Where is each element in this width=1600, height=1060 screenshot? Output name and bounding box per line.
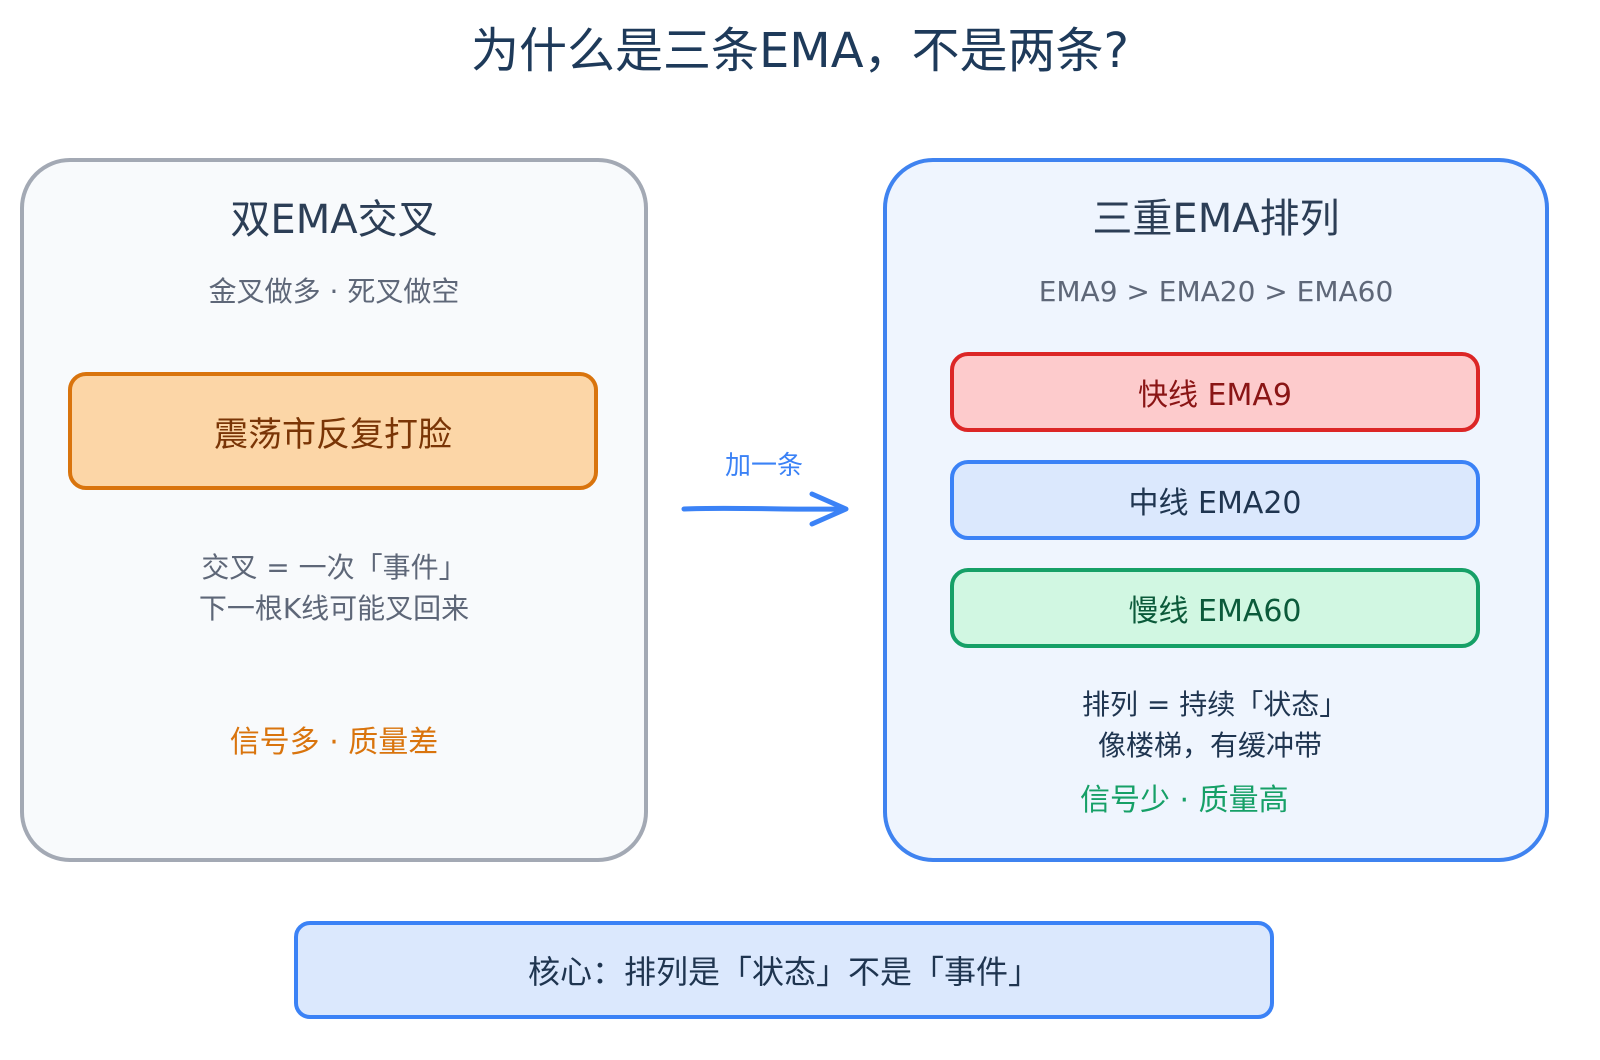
triple-ema-title: 三重EMA排列	[1092, 196, 1340, 242]
dual-ema-title: 双EMA交叉	[230, 197, 438, 243]
crossover-event-note: 交叉 = 一次「事件」	[201, 551, 467, 584]
core-message-box: 核心：排列是「状态」不是「事件」	[294, 921, 1274, 1019]
mid-ema-label: 中线 EMA20	[1128, 486, 1302, 521]
choppy-market-box: 震荡市反复打脸	[68, 372, 598, 490]
right-arrow-icon	[681, 491, 849, 527]
core-message: 核心：排列是「状态」不是「事件」	[527, 953, 1040, 991]
main-title: 为什么是三条EMA，不是两条?	[470, 23, 1130, 79]
dual-ema-panel	[20, 158, 648, 862]
triple-ema-subtitle: EMA9 > EMA20 > EMA60	[1038, 275, 1394, 308]
slow-ema-box: 慢线 EMA60	[950, 568, 1480, 648]
crossover-reversal-note: 下一根K线可能叉回来	[198, 592, 470, 625]
triple-ema-quality: 信号少 · 质量高	[1080, 783, 1289, 818]
arrow-label: 加一条	[724, 451, 803, 481]
fast-ema-box: 快线 EMA9	[950, 352, 1480, 432]
dual-ema-quality: 信号多 · 质量差	[229, 725, 439, 760]
staircase-buffer-note: 像楼梯，有缓冲带	[1098, 729, 1323, 762]
choppy-market-label: 震荡市反复打脸	[214, 414, 452, 455]
slow-ema-label: 慢线 EMA60	[1128, 594, 1302, 629]
alignment-state-note: 排列 = 持续「状态」	[1082, 688, 1348, 721]
fast-ema-label: 快线 EMA9	[1138, 378, 1292, 413]
mid-ema-box: 中线 EMA20	[950, 460, 1480, 540]
dual-ema-subtitle: 金叉做多 · 死叉做空	[208, 275, 460, 308]
